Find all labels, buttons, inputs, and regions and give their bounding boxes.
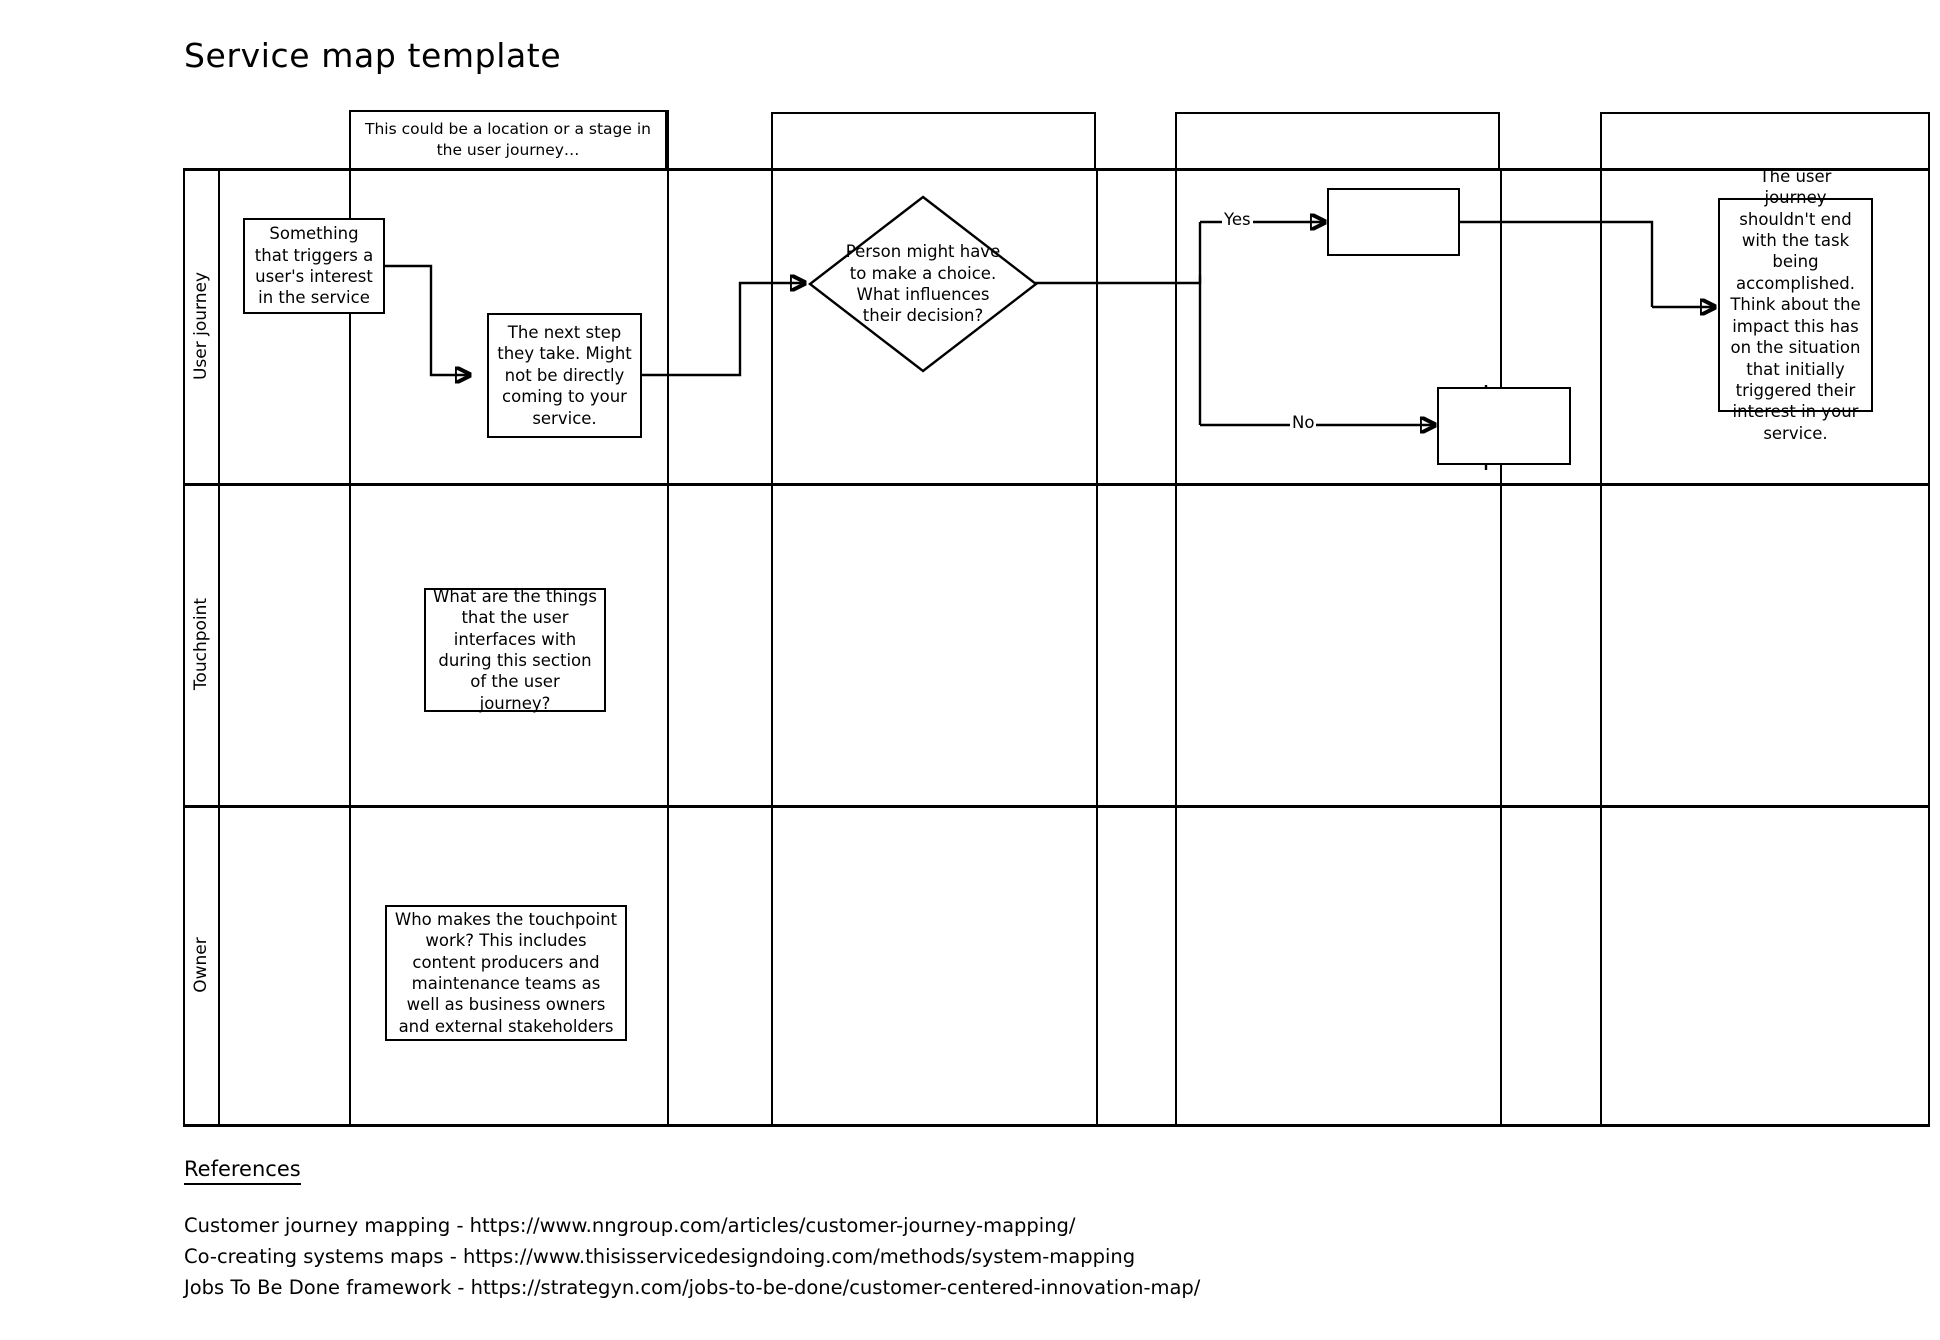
grid-col-divider-3: [771, 168, 773, 1126]
node-trigger-text: Something that triggers a user's interes…: [254, 224, 374, 308]
column-header-stage-1[interactable]: This could be a location or a stage in t…: [349, 110, 667, 170]
row-label-touchpoint: Touchpoint: [183, 483, 219, 805]
row-label-owner: Owner: [183, 805, 219, 1124]
node-owner[interactable]: Who makes the touchpoint work? This incl…: [385, 905, 627, 1041]
node-decision[interactable]: Person might have to make a choice. What…: [808, 195, 1038, 373]
column-header-stage-3[interactable]: [1175, 112, 1500, 170]
grid-left-border: [183, 168, 185, 1126]
reference-item-3[interactable]: Jobs To Be Done framework - https://stra…: [184, 1276, 1201, 1299]
node-owner-text: Who makes the touchpoint work? This incl…: [394, 909, 618, 1036]
references-heading: References: [184, 1157, 301, 1185]
grid-row-divider-2: [183, 805, 1930, 808]
node-decision-text-wrap: Person might have to make a choice. What…: [808, 195, 1038, 373]
column-header-stage-4[interactable]: [1600, 112, 1930, 170]
row-label-owner-text: Owner: [191, 936, 212, 993]
reference-item-1[interactable]: Customer journey mapping - https://www.n…: [184, 1214, 1076, 1237]
grid-col-divider-7: [1600, 168, 1602, 1126]
grid-top-border: [183, 168, 1930, 171]
node-no-box[interactable]: [1437, 387, 1571, 465]
node-next-step[interactable]: The next step they take. Might not be di…: [487, 313, 642, 438]
column-header-stage-1-label: This could be a location or a stage in t…: [365, 120, 651, 159]
page-title: Service map template: [184, 36, 562, 75]
node-touchpoint-text: What are the things that the user interf…: [433, 586, 597, 713]
grid-row-divider-1: [183, 483, 1930, 486]
grid-col-divider-5: [1175, 168, 1177, 1126]
edge-label-no: No: [1290, 413, 1317, 432]
grid-label-divider: [218, 168, 220, 1126]
edge-label-yes: Yes: [1222, 210, 1253, 229]
grid-col-divider-2: [667, 110, 669, 1126]
grid-col-divider-4: [1096, 168, 1098, 1126]
node-outcome-text: The user journey shouldn't end with the …: [1730, 166, 1861, 443]
column-header-stage-2[interactable]: [771, 112, 1096, 170]
row-label-touchpoint-text: Touchpoint: [191, 597, 211, 691]
grid-right-border: [1928, 168, 1930, 1126]
reference-item-2[interactable]: Co-creating systems maps - https://www.t…: [184, 1245, 1136, 1268]
row-label-user-journey: User journey: [183, 168, 219, 483]
row-label-user-journey-text: User journey: [191, 271, 212, 380]
grid-col-divider-6: [1500, 168, 1502, 1126]
node-outcome[interactable]: The user journey shouldn't end with the …: [1718, 167, 1873, 443]
node-touchpoint[interactable]: What are the things that the user interf…: [424, 586, 606, 713]
grid-col-divider-1: [349, 110, 351, 1126]
node-yes-box[interactable]: [1327, 188, 1460, 256]
diamond-shape: [808, 195, 1038, 373]
node-next-step-text: The next step they take. Might not be di…: [497, 322, 632, 428]
node-trigger[interactable]: Something that triggers a user's interes…: [243, 218, 385, 314]
node-decision-text: Person might have to make a choice. What…: [845, 242, 1001, 326]
grid-bottom-border: [183, 1124, 1930, 1127]
